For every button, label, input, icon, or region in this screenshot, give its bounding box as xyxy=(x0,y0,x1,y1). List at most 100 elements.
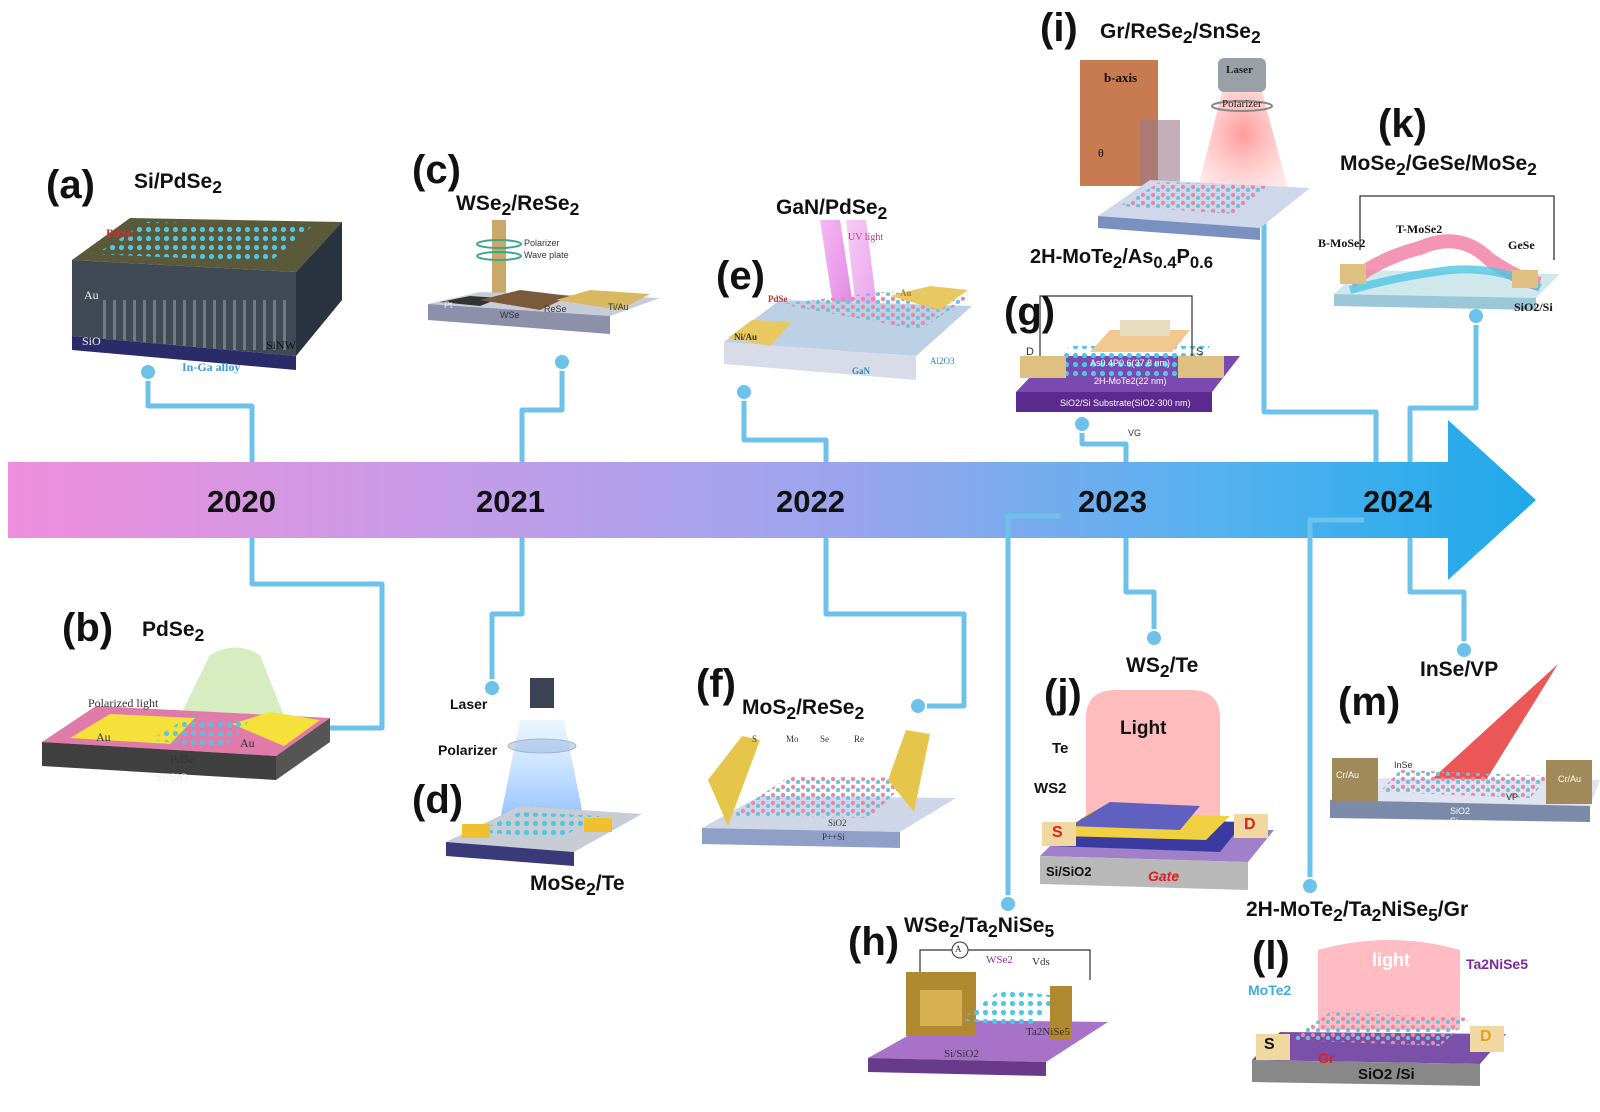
panel-g-label-2: As0.4P0.6(37.8 nm) xyxy=(1090,358,1171,368)
panel-e-label-5: Al2O3 xyxy=(930,356,955,366)
panel-m-letter: (m) xyxy=(1338,680,1401,724)
panel-h-label-1: WSe2 xyxy=(986,954,1013,966)
panel-i-label-3: Polarizer xyxy=(1222,98,1262,110)
panel-h-label-2: Vds xyxy=(1032,956,1050,968)
panel-e-label-0: UV light xyxy=(848,232,884,243)
panel-d-letter: (d) xyxy=(412,778,464,822)
panel-f-title: MoS2/ReSe2 xyxy=(742,696,865,724)
panel-c-label-4: ReSe xyxy=(544,304,567,314)
panel-i-title: Gr/ReSe2/SnSe2 xyxy=(1100,20,1261,48)
panel-d-title: MoSe2/Te xyxy=(530,872,625,900)
panel-e-letter: (e) xyxy=(716,254,765,298)
panel-i-letter: (i) xyxy=(1040,6,1078,50)
panel-j-label-1: Te xyxy=(1052,740,1069,757)
panel-b-title: PdSe2 xyxy=(142,618,205,646)
panel-c-label-0: Polarizer xyxy=(524,238,560,248)
device-m-illustration xyxy=(1330,664,1600,822)
panel-m-label-1: Cr/Au xyxy=(1336,770,1360,780)
panel-a-label-1: Au xyxy=(84,288,99,302)
panel-a-label-3: SiNW xyxy=(266,338,296,352)
panel-j-label-3: S xyxy=(1052,824,1063,841)
device-l-illustration xyxy=(1252,940,1506,1086)
device-d-illustration xyxy=(446,678,642,866)
device-e-illustration xyxy=(724,220,972,380)
panel-l-label-5: Gr xyxy=(1318,1050,1335,1066)
panel-g-label-0: D xyxy=(1026,346,1034,358)
panel-j-letter: (j) xyxy=(1044,672,1082,716)
panel-b-label-1: Au xyxy=(96,730,111,744)
panel-l-label-2: Ta2NiSe5 xyxy=(1466,956,1528,972)
year-2022: 2022 xyxy=(776,484,845,519)
panel-k-title: MoSe2/GeSe/MoSe2 xyxy=(1340,152,1537,180)
panel-a-label-0: PdSe xyxy=(106,226,133,240)
panel-e-label-4: GaN xyxy=(852,366,870,376)
panel-c-label-3: WSe xyxy=(500,310,520,320)
panel-f-label-4: SiO2 xyxy=(828,818,847,828)
panel-b-label-3: PdSe xyxy=(170,752,195,766)
year-2024: 2024 xyxy=(1363,484,1432,519)
panel-f-label-1: Mo xyxy=(786,734,799,744)
panel-g-title: 2H-MoTe2/As0.4P0.6 xyxy=(1030,246,1214,272)
panel-m-label-4: VP xyxy=(1506,792,1519,802)
panel-c-label-2: Pt xyxy=(444,300,453,310)
panel-j-label-6: Gate xyxy=(1148,868,1180,884)
panel-f-label-0: S xyxy=(752,734,758,744)
panel-a-letter: (a) xyxy=(46,163,95,207)
panel-a-label-4: In-Ga alloy xyxy=(182,360,241,374)
year-2023: 2023 xyxy=(1078,484,1147,519)
panel-e-label-1: PdSe xyxy=(768,294,788,304)
panel-l-title: 2H-MoTe2/Ta2NiSe5/Gr xyxy=(1246,898,1469,926)
connectors xyxy=(145,206,1479,904)
panel-g-label-4: SiO2/Si Substrate(SiO2-300 nm) xyxy=(1060,398,1191,408)
panel-j-label-5: Si/SiO2 xyxy=(1046,864,1092,879)
device-k-illustration xyxy=(1334,195,1560,310)
device-h-illustration xyxy=(868,941,1108,1076)
panel-d-label-0: Laser xyxy=(450,696,488,712)
panel-f-label-5: P++Si xyxy=(822,832,845,842)
panel-j-label-2: WS2 xyxy=(1034,780,1067,797)
panel-b-letter: (b) xyxy=(62,606,114,650)
panel-e-label-3: Ni/Au xyxy=(734,332,758,342)
panel-h-letter: (h) xyxy=(848,920,900,964)
panel-m-label-0: NIR xyxy=(1520,726,1536,736)
panel-m-title: InSe/VP xyxy=(1420,658,1499,681)
panel-f-label-2: Se xyxy=(820,734,829,744)
panel-a-label-2: SiO xyxy=(82,334,101,348)
panel-h-label-4: Si/SiO2 xyxy=(944,1048,979,1060)
panel-k-label-1: T-MoSe2 xyxy=(1396,222,1443,236)
panel-c-letter: (c) xyxy=(412,148,461,192)
panel-g-label-3: 2H-MoTe2(22 nm) xyxy=(1094,376,1167,386)
panel-h-label-3: Ta2NiSe5 xyxy=(1026,1026,1070,1038)
panel-c-title: WSe2/ReSe2 xyxy=(456,192,580,220)
panel-k-letter: (k) xyxy=(1378,102,1427,146)
panel-d-label-1: Polarizer xyxy=(438,742,498,758)
panel-h-label-0: A xyxy=(955,944,962,954)
panel-l-label-1: MoTe2 xyxy=(1248,982,1292,998)
panel-l-label-6: SiO2 /Si xyxy=(1358,1066,1415,1083)
device-a-illustration xyxy=(72,218,342,370)
panel-g-letter: (g) xyxy=(1004,290,1056,334)
panel-k-label-2: GeSe xyxy=(1508,238,1535,252)
device-g-illustration xyxy=(1016,295,1240,412)
timeline-arrow xyxy=(8,420,1536,580)
panel-i-label-2: Laser xyxy=(1226,64,1253,76)
panel-k-label-3: SiO2/Si xyxy=(1514,300,1553,314)
panel-m-label-6: Si xyxy=(1450,816,1459,826)
device-j-illustration xyxy=(1040,690,1274,890)
panel-b-label-2: Au xyxy=(240,736,255,750)
device-f-illustration xyxy=(702,730,956,848)
panel-k-label-0: B-MoSe2 xyxy=(1318,236,1366,250)
panel-l-letter: (l) xyxy=(1252,934,1290,978)
panel-m-label-3: Cr/Au xyxy=(1558,774,1582,784)
panel-m-label-2: InSe xyxy=(1394,760,1413,770)
year-2021: 2021 xyxy=(476,484,545,519)
panel-m-label-5: SiO2 xyxy=(1450,806,1471,816)
panel-e-title: GaN/PdSe2 xyxy=(776,196,888,224)
panel-g-label-1: S xyxy=(1196,346,1204,358)
panel-j-label-0: Light xyxy=(1120,718,1167,739)
device-c-illustration xyxy=(428,220,660,334)
panel-i-label-0: b-axis xyxy=(1104,70,1138,85)
panel-b-label-4: Si/SiO xyxy=(156,770,189,784)
panel-c-label-5: Ti/Au xyxy=(608,302,629,312)
